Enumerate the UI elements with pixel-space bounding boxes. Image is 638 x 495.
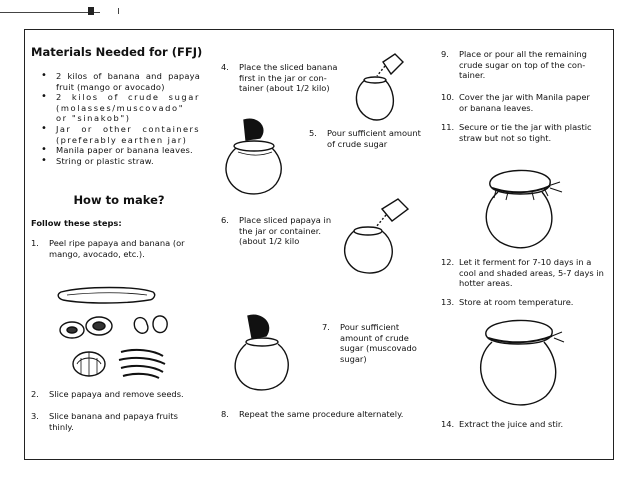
step-text: Place sliced papaya in the jar or contai…: [239, 215, 332, 247]
jar-papaya-icon: [344, 198, 410, 274]
covered-jar-icon: [479, 319, 565, 406]
step-5: 5. Pour sufficient amount of crude sugar: [309, 128, 425, 149]
step-text: Store at room temperature.: [459, 297, 574, 307]
step-text: Let it ferment for 7-10 days in a cool a…: [459, 257, 604, 289]
materials-title: Materials Needed for (FFJ): [31, 45, 203, 59]
step-number: 12.: [441, 257, 455, 267]
step-text: Extract the juice and stir.: [459, 419, 564, 429]
fruit-illustration: [57, 286, 168, 379]
step-1: 1. Peel ripe papaya and banana (or mango…: [31, 238, 201, 259]
step-text: Slice banana and papaya fruits thinly.: [49, 411, 178, 432]
materials-item: Manila paper or banana leaves.: [41, 145, 200, 156]
step-number: 6.: [221, 215, 229, 225]
step-text: Secure or tie the jar with plastic straw…: [459, 122, 592, 143]
step-number: 3.: [31, 411, 39, 421]
step-number: 4.: [221, 62, 229, 72]
step-13: 13. Store at room temperature.: [441, 297, 606, 308]
materials-item: Jar or other containers (preferably eart…: [41, 124, 200, 145]
step-2: 2. Slice papaya and remove seeds.: [31, 389, 201, 400]
step-7: 7. Pour sufficient amount of crude sugar…: [322, 322, 426, 364]
page-top-rule: [0, 12, 100, 13]
step-10: 10. Cover the jar with Manila paper or b…: [441, 92, 591, 113]
step-text: Pour sufficient amount of crude sugar (m…: [340, 322, 417, 364]
step-11: 11. Secure or tie the jar with plastic s…: [441, 122, 606, 143]
step-8: 8. Repeat the same procedure alternately…: [221, 409, 421, 420]
page-top-tick: [118, 8, 119, 14]
jar-pour-icon: [355, 53, 404, 121]
step-12: 12. Let it ferment for 7-10 days in a co…: [441, 257, 606, 289]
step-number: 11.: [441, 122, 455, 132]
steps-subtitle: Follow these steps:: [31, 218, 122, 228]
materials-item: 2 kilos of crude sugar (molasses/muscova…: [41, 92, 200, 124]
step-number: 9.: [441, 49, 449, 59]
step-14: 14. Extract the juice and stir.: [441, 419, 606, 430]
jar-sugar-icon: [234, 314, 289, 391]
step-6: 6. Place sliced papaya in the jar or con…: [221, 215, 339, 247]
step-number: 5.: [309, 128, 317, 138]
step-3: 3. Slice banana and papaya fruits thinly…: [31, 411, 201, 432]
step-number: 13.: [441, 297, 455, 307]
materials-item: String or plastic straw.: [41, 156, 200, 167]
step-text: Place or pour all the remaining crude su…: [459, 49, 587, 81]
materials-list: 2 kilos of banana and papaya fruit (mang…: [34, 71, 200, 166]
step-number: 10.: [441, 92, 455, 102]
step-text: Slice papaya and remove seeds.: [49, 389, 184, 399]
document-frame: [24, 29, 614, 460]
step-text: Repeat the same procedure alternately.: [239, 409, 404, 419]
step-4: 4. Place the sliced banana first in the …: [221, 62, 341, 94]
how-to-title: How to make?: [73, 193, 165, 207]
step-text: Place the sliced banana first in the jar…: [239, 62, 338, 94]
covered-jar-icon: [485, 169, 563, 249]
jar-with-sugar-icon: [225, 118, 282, 195]
step-number: 2.: [31, 389, 39, 399]
step-text: Pour sufficient amount of crude sugar: [327, 128, 421, 149]
step-text: Peel ripe papaya and banana (or mango, a…: [49, 238, 185, 259]
step-number: 14.: [441, 419, 455, 429]
step-text: Cover the jar with Manila paper or banan…: [459, 92, 590, 113]
step-number: 8.: [221, 409, 229, 419]
step-9: 9. Place or pour all the remaining crude…: [441, 49, 601, 81]
step-number: 7.: [322, 322, 330, 332]
materials-item: 2 kilos of banana and papaya fruit (mang…: [41, 71, 200, 92]
step-number: 1.: [31, 238, 39, 248]
page-top-mark: [88, 7, 94, 15]
